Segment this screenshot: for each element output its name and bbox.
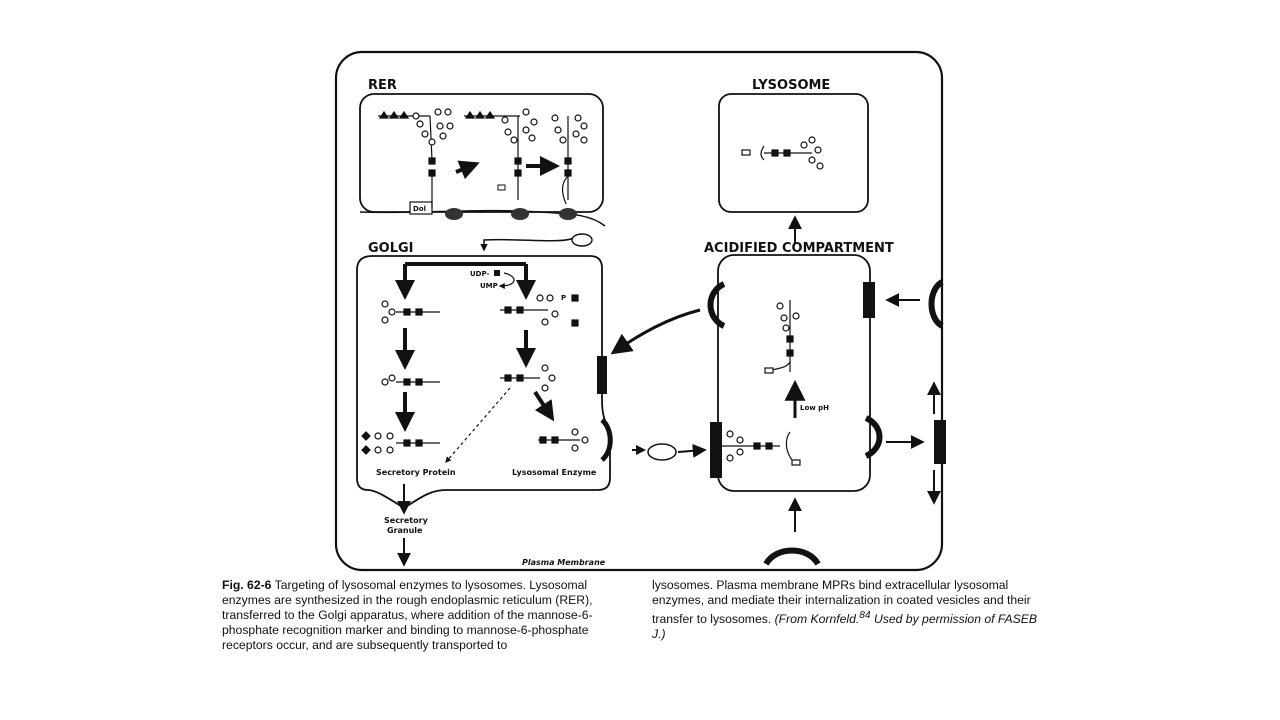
secretory-granule-label-1: Secretory <box>384 516 429 525</box>
caption-right-column: lysosomes. Plasma membrane MPRs bind ext… <box>652 578 1052 642</box>
acidified-compartment: ACIDIFIED COMPARTMENT Low pH <box>704 241 894 492</box>
secretory-granule-label-2: Granule <box>387 526 423 535</box>
source-suffix: Used by permission of FASEB J.) <box>652 612 1037 642</box>
secretory-protein-label: Secretory Protein <box>376 468 456 477</box>
lysosomal-enzyme-label: Lysosomal Enzyme <box>512 468 597 477</box>
low-ph-label: Low pH <box>800 404 829 412</box>
plasma-membrane-outline <box>334 50 944 572</box>
caption-left-text: Targeting of lysosomal enzymes to lysoso… <box>222 578 593 652</box>
source-prefix: (From Kornfeld. <box>774 612 860 627</box>
plasma-membrane-label: Plasma Membrane <box>522 558 606 567</box>
coated-pit-bottom <box>763 547 821 566</box>
lysosome-label: LYSOSOME <box>752 78 830 93</box>
golgi-compartment: GOLGI UDP- UMP <box>356 241 613 510</box>
golgi-label: GOLGI <box>368 241 414 256</box>
dol-label: Dol <box>413 205 426 213</box>
rer-label: RER <box>368 78 397 93</box>
coated-vesicle <box>647 443 677 461</box>
ump-label: UMP <box>480 282 498 290</box>
caption-right-text: lysosomes. Plasma membrane MPRs bind ext… <box>652 578 1031 627</box>
acidified-label: ACIDIFIED COMPARTMENT <box>704 241 894 256</box>
lysosome-compartment: LYSOSOME <box>718 78 869 213</box>
caption-source: (From Kornfeld.84 Used by permission of … <box>652 610 1037 642</box>
phosphate-label: P <box>561 294 566 302</box>
plasma-receptor-right <box>934 420 946 464</box>
source-reference: 84 <box>859 610 871 621</box>
coated-pit-upper <box>928 279 944 329</box>
figure-number: Fig. 62-6 <box>222 578 272 592</box>
caption-left-column: Fig. 62-6 Targeting of lysosomal enzymes… <box>222 578 630 653</box>
rer-compartment: RER Dol <box>359 78 606 227</box>
udp-label: UDP- <box>470 270 490 278</box>
